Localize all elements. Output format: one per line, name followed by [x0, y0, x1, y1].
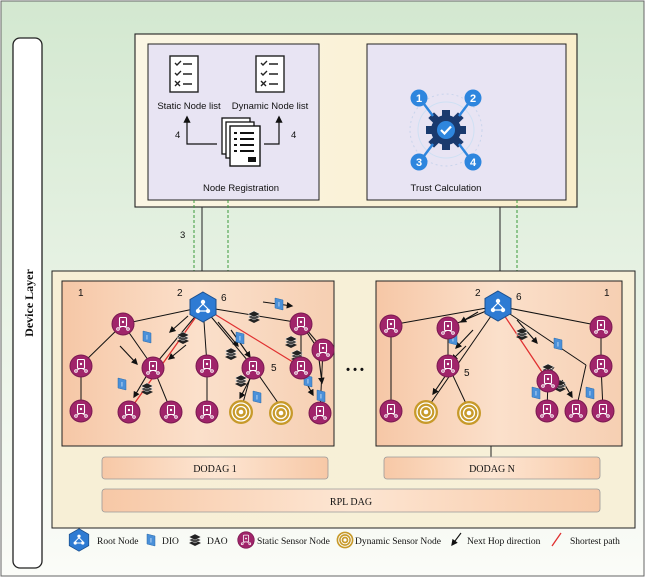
- legend-root-icon: [68, 528, 90, 552]
- dodag1-bar-label: DODAG 1: [193, 464, 237, 475]
- svg-text:I: I: [239, 337, 241, 343]
- legend: Root Node I DIO DAO Static Sensor Node D…: [68, 528, 620, 552]
- dynamic-node-list-label: Dynamic Node list: [232, 101, 309, 112]
- trust-step-4: 4: [470, 157, 477, 169]
- arrow-label-left: 4: [175, 130, 180, 141]
- dodagN-bar: [383, 456, 601, 480]
- dodag1-root-right-label: 6: [221, 293, 227, 304]
- svg-text:I: I: [146, 336, 148, 342]
- trust-calculation-label: Trust Calculation: [411, 183, 482, 194]
- arrow-label-right: 4: [291, 130, 296, 141]
- legend-static-label: Static Sensor Node: [257, 537, 330, 547]
- dodagN-root-node: [484, 290, 512, 322]
- dodagN-bar-label: DODAG N: [469, 464, 515, 475]
- dodag1-root-node: [189, 291, 217, 323]
- legend-dynamic-icon: [336, 531, 354, 549]
- svg-text:I: I: [452, 338, 454, 344]
- legend-dao-label: DAO: [207, 537, 228, 547]
- svg-text:I: I: [535, 392, 537, 398]
- dodag1-root-left-label: 2: [177, 288, 183, 299]
- legend-dio-label: DIO: [162, 537, 179, 547]
- dodag1-bar: [101, 456, 329, 480]
- svg-text:I: I: [150, 539, 152, 545]
- svg-text:I: I: [278, 303, 280, 309]
- legend-root-label: Root Node: [97, 537, 138, 547]
- node-registration-icon: [221, 117, 261, 167]
- svg-text:I: I: [256, 396, 258, 402]
- dodag1-center-label: 5: [271, 363, 277, 374]
- static-node-list-label: Static Node list: [157, 101, 221, 112]
- dodag1-corner-label: 1: [78, 288, 84, 299]
- trust-step-1: 1: [416, 93, 422, 105]
- dodagN-shortest-path: [497, 305, 549, 382]
- rpl-dag-bar: [101, 488, 601, 513]
- dodagN-corner-label: 1: [604, 288, 610, 299]
- legend-next-hop-label: Next Hop direction: [467, 537, 541, 547]
- trust-step-2: 2: [470, 93, 476, 105]
- dodag1-shortest-path: [128, 306, 204, 412]
- legend-dio-icon: I: [146, 533, 156, 547]
- trust-box: [366, 43, 567, 201]
- trust-calculation-icon: 1 2 3 4: [409, 89, 483, 171]
- trust-step-3: 3: [416, 157, 422, 169]
- dodagN-center-label: 5: [464, 368, 470, 379]
- svg-text:I: I: [557, 343, 559, 349]
- device-layer-title: Device Layer: [22, 269, 36, 337]
- arrow-to-static-list: [183, 115, 217, 145]
- svg-text:I: I: [307, 380, 309, 386]
- node-registration-label: Node Registration: [203, 183, 279, 194]
- dodag1-shortest-path-b: [202, 306, 302, 368]
- dodagN-root-left-label: 2: [475, 288, 481, 299]
- dynamic-list-icon: [255, 55, 285, 93]
- legend-shortest-path-icon: [551, 532, 562, 547]
- dio-icons: I I I I I I I I I I I: [117, 297, 595, 404]
- svg-text:I: I: [121, 383, 123, 389]
- legend-dynamic-label: Dynamic Sensor Node: [355, 537, 441, 547]
- legend-shortest-label: Shortest path: [570, 537, 620, 547]
- rpl-dag-bar-label: RPL DAG: [330, 497, 372, 508]
- svg-text:I: I: [320, 395, 322, 401]
- legend-next-hop-icon: [451, 532, 462, 547]
- device-layer-label-box: [12, 37, 43, 569]
- legend-static-icon: [237, 531, 255, 549]
- static-list-icon: [169, 55, 199, 93]
- svg-text:I: I: [589, 392, 591, 398]
- dodagN-root-right-label: 6: [516, 292, 522, 303]
- arrow-to-dynamic-list: [264, 115, 283, 145]
- dodag-separator: • • •: [346, 364, 364, 376]
- link-label-3: 3: [180, 230, 185, 241]
